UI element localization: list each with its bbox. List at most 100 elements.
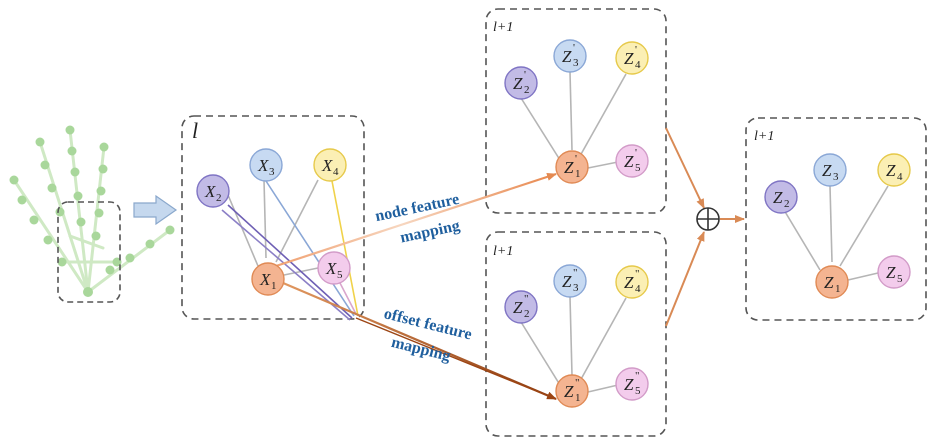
elementwise-sum-icon [696, 207, 720, 231]
node-superscript: " [573, 267, 578, 279]
node-superscript: " [524, 293, 529, 305]
node-letter: Z [822, 161, 832, 180]
node-letter: X [204, 182, 216, 201]
node-circle [877, 153, 911, 187]
node-circle [615, 144, 649, 178]
node-superscript: ' [573, 42, 575, 54]
node-letter: Z [886, 263, 896, 282]
node-circle [813, 153, 847, 187]
merge-arrow-top [665, 127, 705, 209]
node-subscript: 2 [216, 192, 222, 204]
node-circle [615, 41, 649, 75]
node-circle [764, 180, 798, 214]
node-letter: Z [824, 273, 834, 292]
layer-label-offset: l+1 [493, 244, 513, 259]
node-superscript: ' [635, 147, 637, 159]
node-superscript: ' [635, 44, 637, 56]
node-feature-mapping-label: node feature mapping [374, 191, 462, 247]
node-subscript: 5 [897, 273, 903, 285]
node-subscript: 2 [784, 198, 790, 210]
layer-label-input: l [192, 118, 198, 143]
node-panel-edges [520, 71, 627, 169]
node-letter: Z [886, 161, 896, 180]
node-letter: X [259, 270, 271, 289]
node-subscript: 3 [573, 57, 579, 69]
node-circle [877, 255, 911, 289]
node-subscript: 1 [835, 283, 841, 295]
panel-offset-box [485, 231, 667, 437]
node-letter: Z [564, 158, 574, 177]
node-letter: Z [513, 298, 523, 317]
node-circle [317, 251, 351, 285]
node-letter: X [325, 259, 337, 278]
node-subscript: 1 [271, 280, 277, 292]
node-circle [615, 367, 649, 401]
node-circle [553, 264, 587, 298]
offset-mapping-arrow-secondary [355, 317, 557, 400]
node-letter: Z [562, 272, 572, 291]
forward-arrow-icon [133, 194, 178, 226]
node-superscript: ' [524, 69, 526, 81]
node-subscript: 5 [337, 269, 343, 281]
panel-node-box [485, 8, 667, 214]
layer-label-output: l+1 [754, 129, 774, 144]
node-letter: X [257, 156, 269, 175]
node-letter: Z [562, 47, 572, 66]
node-circle [313, 148, 347, 182]
node-subscript: 3 [573, 282, 579, 294]
node-subscript: 3 [269, 166, 275, 178]
offset-panel-edges [520, 296, 627, 393]
node-mapping-arrow [275, 172, 557, 268]
layer-label-node: l+1 [493, 20, 513, 35]
node-circle [815, 265, 849, 299]
node-circle [504, 290, 538, 324]
node-letter: Z [773, 188, 783, 207]
node-circle [615, 265, 649, 299]
node-subscript: 2 [524, 84, 530, 96]
node-subscript: 4 [635, 283, 641, 295]
hand-skeleton-icon [9, 125, 175, 303]
output-panel-edges [783, 185, 889, 281]
merge-arrow-bottom [665, 231, 705, 327]
node-subscript: 5 [635, 385, 641, 397]
node-subscript: 2 [524, 308, 530, 320]
node-subscript: 5 [635, 162, 641, 174]
node-letter: Z [624, 273, 634, 292]
node-subscript: 4 [897, 171, 903, 183]
node-circle [249, 148, 283, 182]
node-subscript: 4 [333, 166, 339, 178]
hand-focus-box [57, 201, 121, 303]
panel-output-box [745, 117, 927, 321]
node-circle [555, 150, 589, 184]
node-letter: X [321, 156, 333, 175]
node-circle [553, 39, 587, 73]
node-circle [251, 262, 285, 296]
node-letter: Z [624, 152, 634, 171]
node-circle [504, 66, 538, 100]
node-superscript: " [635, 268, 640, 280]
node-circle [196, 174, 230, 208]
node-subscript: 1 [575, 392, 581, 404]
node-letter: Z [564, 382, 574, 401]
panel-input-box [181, 115, 365, 320]
